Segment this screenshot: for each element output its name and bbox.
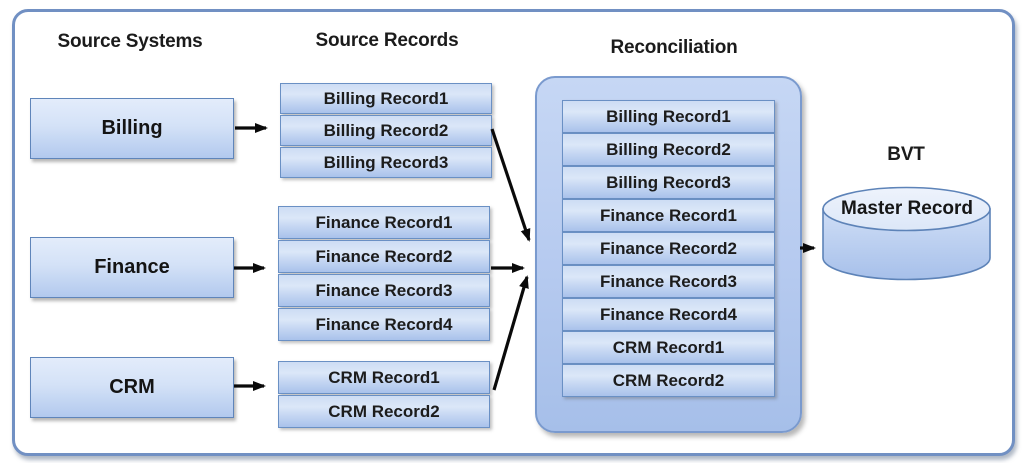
master-record-label: Master Record (841, 198, 973, 219)
billing-record-1: Billing Record1 (280, 83, 492, 114)
recon-record-8: CRM Record1 (562, 331, 775, 364)
crm-record-1: CRM Record1 (278, 361, 490, 394)
heading-bvt: BVT (887, 144, 925, 165)
finance-record-3: Finance Record3 (278, 274, 490, 307)
billing-record-3: Billing Record3 (280, 147, 492, 178)
heading-reconciliation: Reconciliation (610, 37, 738, 58)
heading-source-systems: Source Systems (57, 31, 203, 52)
recon-record-4: Finance Record1 (562, 199, 775, 232)
billing-record-2: Billing Record2 (280, 115, 492, 146)
crm-record-2: CRM Record2 (278, 395, 490, 428)
recon-record-3: Billing Record3 (562, 166, 775, 199)
recon-record-7: Finance Record4 (562, 298, 775, 331)
source-system-finance: Finance (30, 237, 234, 298)
source-system-billing: Billing (30, 98, 234, 159)
recon-record-9: CRM Record2 (562, 364, 775, 397)
recon-record-1: Billing Record1 (562, 100, 775, 133)
recon-record-6: Finance Record3 (562, 265, 775, 298)
heading-source-records: Source Records (315, 30, 459, 51)
source-system-crm: CRM (30, 357, 234, 418)
finance-record-4: Finance Record4 (278, 308, 490, 341)
finance-record-2: Finance Record2 (278, 240, 490, 273)
finance-record-1: Finance Record1 (278, 206, 490, 239)
recon-record-2: Billing Record2 (562, 133, 775, 166)
recon-record-5: Finance Record2 (562, 232, 775, 265)
